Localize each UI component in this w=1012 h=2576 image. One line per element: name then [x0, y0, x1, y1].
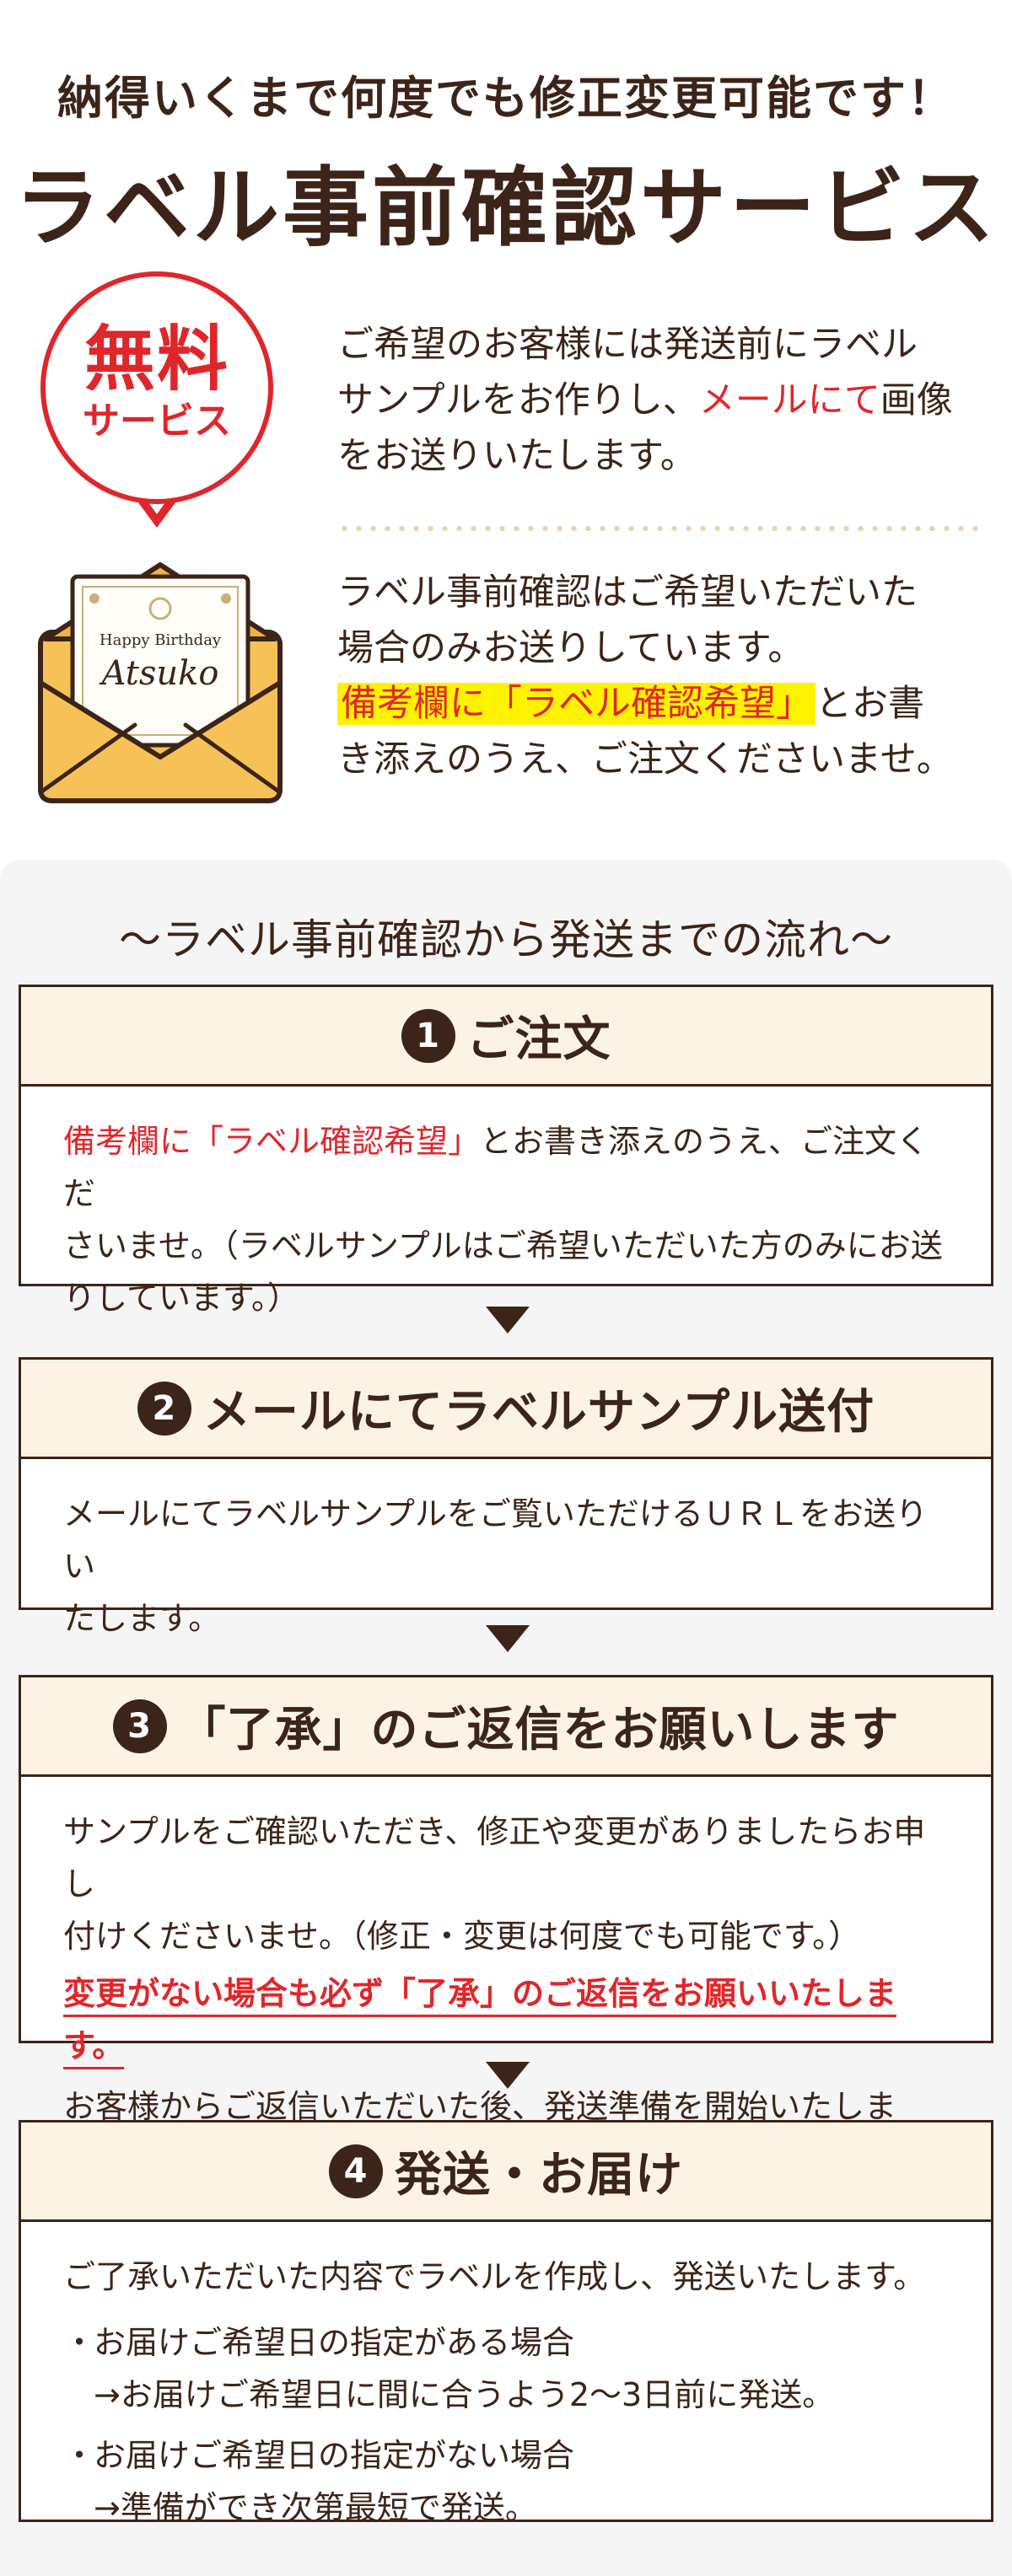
- envelope-card-line1: Happy Birthday: [100, 631, 222, 649]
- step-1-line2: さいませ。（ラベルサンプルはご希望いただいた方のみにお送: [63, 1227, 943, 1264]
- step-title: 「了承」のご返信をお願いします: [178, 1703, 900, 1758]
- step-title: ご注文: [466, 1012, 611, 1067]
- down-arrow-icon: [486, 1625, 530, 1652]
- step-4-body: ご了承いただいた内容でラベルを作成し、発送いたします。 お届けご希望日の指定があ…: [21, 2222, 991, 2534]
- hero-text1-part: サンプルをお作りし、: [337, 379, 699, 421]
- step-4-box: 4 発送・お届け ご了承いただいた内容でラベルを作成し、発送いたします。 お届け…: [19, 2120, 993, 2526]
- hero-text2-line1: ラベル事前確認はご希望いただいた: [337, 572, 918, 614]
- hero-text2-part: とお書: [816, 683, 924, 725]
- hero-text2-line2: 場合のみお送りしています。: [337, 627, 805, 669]
- step-title: 発送・お届け: [395, 2148, 683, 2203]
- hero-description-1: ご希望のお客様には発送前にラベル サンプルをお作りし、メールにて画像 をお送りい…: [337, 317, 978, 484]
- hero-text1-part2: 画像: [880, 379, 953, 421]
- step-3-line1: サンプルをご確認いただき、修正や変更がありましたらお申し: [63, 1813, 926, 1902]
- highlight-remark: 備考欄に「ラベル確認希望」: [337, 683, 816, 725]
- step-2-header: 2 メールにてラベルサンプル送付: [21, 1360, 991, 1459]
- step-2-box: 2 メールにてラベルサンプル送付 メールにてラベルサンプルをご覧いただけるＵＲＬ…: [19, 1357, 993, 1637]
- step-2-body: メールにてラベルサンプルをご覧いただけるＵＲＬをお送りい たします。: [21, 1459, 991, 1645]
- flow-section: ～ラベル事前確認から発送までの流れ～ 1 ご注文 備考欄に「ラベル確認希望」とお…: [0, 860, 1012, 2576]
- envelope-icon: Happy Birthday Atsuko: [38, 562, 283, 803]
- hero-text2-line3: 備考欄に「ラベル確認希望」とお書: [337, 676, 978, 732]
- hero-text1-red: メールにて: [698, 379, 880, 421]
- step-1-text-a: とお書き添えのうえ、ご注文くだ: [63, 1123, 929, 1212]
- step-1-body: 備考欄に「ラベル確認希望」とお書き添えのうえ、ご注文くだ さいませ。（ラベルサン…: [21, 1087, 991, 1324]
- hero-text1-line2: サンプルをお作りし、メールにて画像: [337, 373, 978, 428]
- step-1-red-text: 備考欄に「ラベル確認希望」: [63, 1123, 481, 1160]
- step-title: メールにてラベルサンプル送付: [202, 1385, 875, 1440]
- step-2-line2: たします。: [63, 1600, 221, 1637]
- step-2-line1: メールにてラベルサンプルをご覧いただけるＵＲＬをお送りい: [63, 1495, 928, 1585]
- step-4-bullet2-sub: →準備ができ次第最短で発送。: [94, 2489, 537, 2526]
- step-number-badge: 1: [401, 1008, 455, 1063]
- step-3-line2: 付けくださいませ。（修正・変更は何度でも可能です。）: [63, 1918, 861, 1955]
- hero-text2-line4: き添えのうえ、ご注文くださいませ。: [337, 738, 953, 781]
- step-4-line1: ご了承いただいた内容でラベルを作成し、発送いたします。: [63, 2258, 926, 2295]
- down-arrow-icon: [486, 1307, 530, 1334]
- hero-text1-line1: ご希望のお客様には発送前にラベル: [337, 324, 918, 366]
- step-number-badge: 4: [329, 2144, 383, 2198]
- step-3-header: 3 「了承」のご返信をお願いします: [21, 1677, 991, 1777]
- down-arrow-icon: [486, 2062, 530, 2089]
- flow-title: ～ラベル事前確認から発送までの流れ～: [119, 915, 893, 964]
- free-service-badge: 無料 サービス: [40, 271, 273, 504]
- step-4-header: 4 発送・お届け: [21, 2123, 991, 2222]
- badge-free-label: 無料: [83, 318, 229, 400]
- badge-service-label: サービス: [83, 400, 231, 443]
- step-1-header: 1 ご注文: [21, 987, 991, 1087]
- step-3-box: 3 「了承」のご返信をお願いします サンプルをご確認いただき、修正や変更がありま…: [19, 1675, 993, 2177]
- step-number-badge: 3: [112, 1699, 167, 1753]
- hero-description-2: ラベル事前確認はご希望いただいた 場合のみお送りしています。 備考欄に「ラベル確…: [337, 565, 978, 787]
- hero-title: ラベル事前確認サービス: [14, 158, 998, 259]
- step-4-bullet1-sub: →お届けご希望日に間に合うよう2～3日前に発送。: [94, 2376, 835, 2413]
- step-3-red-notice: 変更がない場合も必ず「了承」のご返信をお願いいたします。: [63, 1975, 897, 2064]
- hero-subtitle: 納得いくまで何度でも修正変更可能です！: [57, 72, 955, 125]
- step-1-line1: 備考欄に「ラベル確認希望」とお書き添えのうえ、ご注文くだ: [63, 1115, 949, 1220]
- step-4-bullet2: お届けご希望日の指定がない場合: [63, 2429, 949, 2482]
- step-4-bullet1: お届けご希望日の指定がある場合: [63, 2316, 949, 2369]
- step-1-box: 1 ご注文 備考欄に「ラベル確認希望」とお書き添えのうえ、ご注文くだ さいませ。…: [19, 985, 993, 1317]
- step-3-line3: 変更がない場合も必ず「了承」のご返信をお願いいたします。: [63, 1967, 949, 2072]
- dotted-divider: [337, 526, 978, 531]
- step-3-body: サンプルをご確認いただき、修正や変更がありましたらお申し 付けくださいませ。（修…: [21, 1777, 991, 2185]
- step-1-line3: りしています。）: [63, 1280, 300, 1317]
- hero-section: 納得いくまで何度でも修正変更可能です！ ラベル事前確認サービス 無料 サービス …: [0, 0, 1012, 860]
- hero-text1-line3: をお送りいたします。: [337, 435, 697, 477]
- step-number-badge: 2: [137, 1381, 191, 1436]
- envelope-card-line2: Atsuko: [99, 654, 219, 693]
